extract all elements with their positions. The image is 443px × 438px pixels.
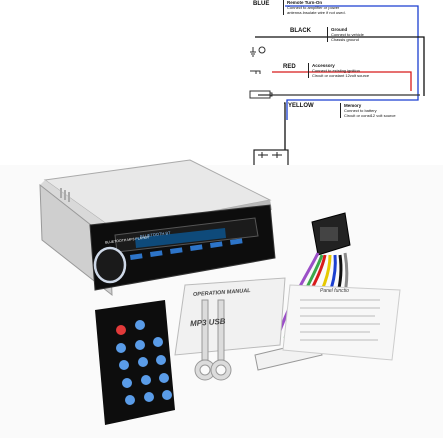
removal-keys [194, 299, 232, 381]
black-wire-title: Ground [331, 27, 348, 32]
yellow-wire-desc: Memory Connect to battery Circuit or con… [340, 103, 396, 118]
black-wire-label: BLACK [290, 28, 311, 34]
red-wire-title: Accessory [312, 63, 335, 68]
wiring-diagram [255, 5, 425, 150]
yellow-wire-title: Memory [344, 103, 362, 108]
car-stereo [39, 159, 276, 297]
red-wire-label: RED [283, 64, 296, 70]
manual-sheet-title: Panel functio [320, 288, 349, 294]
key-icon [250, 70, 261, 74]
remote-control [95, 300, 175, 425]
ground-symbol-icon [250, 46, 266, 57]
yellow-wire-label: YELLOW [288, 103, 314, 109]
blue-wire-desc: Remote Turn-On Connect to amplifier or p… [283, 0, 346, 15]
manual-sheet [282, 284, 401, 361]
red-wire-desc: Accessory Connect to existing ignition C… [308, 63, 369, 78]
black-wire-desc: Ground Connect to vehicle Chassis ground [327, 27, 364, 42]
wire-block-plug [258, 152, 282, 158]
blue-wire-title: Remote Turn-On [287, 0, 323, 5]
blue-wire-label: BLUE [253, 1, 270, 7]
battery-icon [249, 90, 273, 99]
